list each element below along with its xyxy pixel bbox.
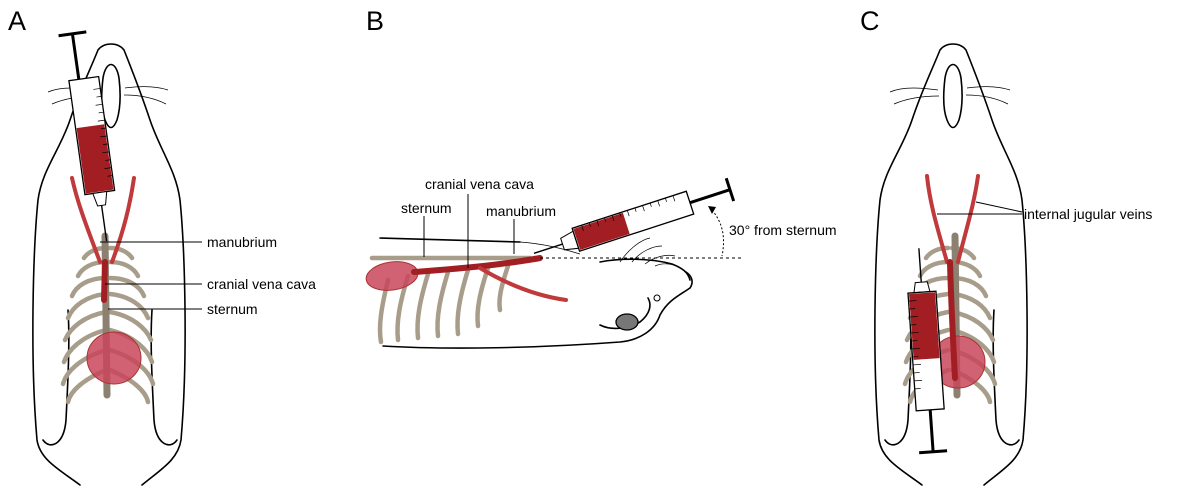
panel-b: B [364,6,836,348]
panel-b-letter: B [366,6,384,36]
label-sternum-a: sternum [207,301,258,317]
panel-c: C [860,6,1152,485]
panel-a: A [8,6,316,485]
panel-a-heart [87,332,141,384]
panel-b-syringe [530,178,733,264]
panel-b-eye-icon [654,295,660,301]
panel-c-leaders [937,202,1022,214]
panel-b-angle-arrow-icon [708,206,716,214]
panel-b-angle-arc [712,210,724,256]
panel-b-heart [364,259,419,294]
panel-c-letter: C [860,6,880,36]
panel-a-letter: A [8,6,26,36]
panel-b-ear-icon [616,314,638,330]
panel-a-syringe [59,31,122,244]
label-manubrium-b: manubrium [486,203,556,219]
panel-b-veins [414,258,566,300]
label-vena-cava-b: cranial vena cava [425,176,534,192]
label-manubrium-a: manubrium [207,234,277,250]
label-angle-b: 30° from sternum [729,222,837,238]
label-vena-cava-a: cranial vena cava [207,276,316,292]
panel-a-rat-outline [33,44,185,485]
label-sternum-b: sternum [401,200,452,216]
label-jugular-c: internal jugular veins [1024,206,1152,222]
